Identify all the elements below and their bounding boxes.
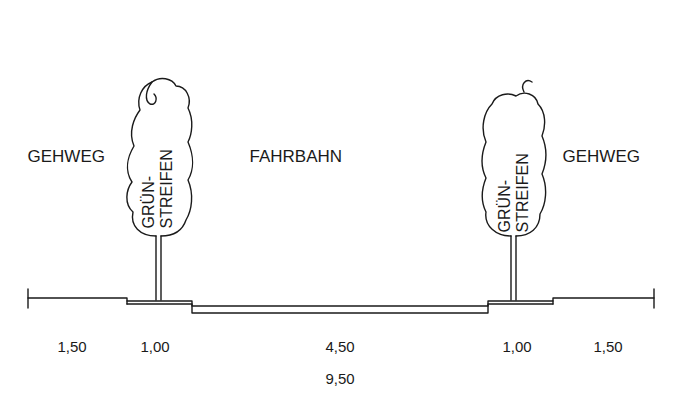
- tree-trunk: [511, 236, 516, 300]
- area-label-vertical: GRÜN- STREIFEN: [496, 146, 533, 234]
- dimension-value: 4,50: [324, 338, 357, 355]
- tree-crown: [127, 79, 193, 236]
- dimension-value: 1,00: [139, 338, 172, 355]
- tree-crown-detail: [146, 82, 156, 104]
- area-label-vertical: GRÜN- STREIFEN: [140, 142, 177, 230]
- dimension-total: 9,50: [324, 370, 357, 387]
- area-label: FAHRBAHN: [248, 147, 345, 167]
- dimension-value: 1,00: [501, 338, 534, 355]
- curb-edge: [127, 301, 553, 304]
- dimension-value: 1,50: [56, 338, 89, 355]
- ground-line: [28, 298, 654, 306]
- dimension-value: 1,50: [592, 338, 625, 355]
- area-label: GEHWEG: [561, 147, 642, 167]
- area-label: GEHWEG: [26, 147, 107, 167]
- curb-line: [127, 304, 553, 313]
- tree-crown: [482, 93, 546, 236]
- dimension-tick: [28, 289, 654, 308]
- tree-crown-detail: [523, 81, 532, 92]
- tree-trunk: [156, 236, 161, 300]
